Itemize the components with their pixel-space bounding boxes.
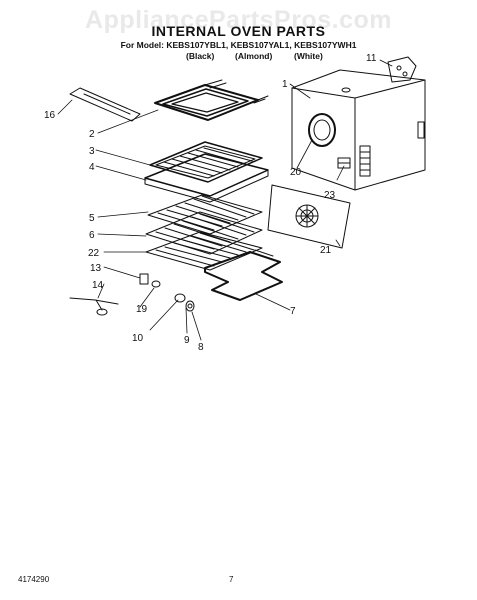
callout-8: 8 bbox=[198, 342, 204, 353]
convection-fan-cover bbox=[267, 184, 351, 249]
callout-3: 3 bbox=[89, 146, 95, 157]
callout-21: 21 bbox=[320, 245, 332, 256]
bake-element bbox=[204, 249, 283, 301]
callout-22: 22 bbox=[88, 248, 100, 259]
oven-rack-lower bbox=[145, 231, 263, 271]
model-line: For Model: KEBS107YBL1, KEBS107YAL1, KEB… bbox=[120, 40, 357, 50]
color-almond: (Almond) bbox=[235, 51, 273, 61]
callout-23: 23 bbox=[324, 190, 336, 201]
callout-16: 16 bbox=[44, 110, 56, 121]
callout-14: 14 bbox=[92, 280, 104, 291]
oven-cavity bbox=[291, 69, 426, 191]
callout-20: 20 bbox=[290, 167, 302, 178]
watermark-logo: AppliancePartsPros.com bbox=[85, 6, 392, 34]
color-white: (White) bbox=[294, 51, 323, 61]
callout-13: 13 bbox=[90, 263, 102, 274]
callout-labels: 1 2 3 4 5 6 7 8 9 10 11 13 14 16 19 20 2… bbox=[44, 53, 377, 353]
callout-19: 19 bbox=[136, 304, 148, 315]
leader-lines bbox=[57, 59, 393, 341]
callout-6: 6 bbox=[89, 230, 95, 241]
callout-2: 2 bbox=[89, 129, 95, 140]
sensor-bracket bbox=[139, 273, 149, 285]
shield-rail bbox=[69, 87, 141, 122]
callout-7: 7 bbox=[290, 306, 296, 317]
broil-pan bbox=[144, 153, 269, 203]
color-black: (Black) bbox=[186, 51, 215, 61]
broil-pan-grid bbox=[149, 141, 263, 183]
terminal-block bbox=[337, 157, 351, 169]
callout-5: 5 bbox=[89, 213, 95, 224]
callout-9: 9 bbox=[184, 335, 190, 346]
mounting-bracket bbox=[387, 56, 417, 83]
callout-11: 11 bbox=[366, 53, 377, 64]
callout-10: 10 bbox=[132, 333, 144, 344]
page-title: INTERNAL OVEN PARTS bbox=[151, 23, 326, 39]
page-number: 7 bbox=[229, 575, 234, 584]
broil-element bbox=[154, 79, 269, 121]
oven-light-assembly bbox=[174, 293, 195, 312]
callout-1: 1 bbox=[282, 79, 288, 90]
document-number: 4174290 bbox=[18, 575, 50, 584]
callout-4: 4 bbox=[89, 162, 95, 173]
hole-plug bbox=[151, 280, 161, 288]
temperature-sensor bbox=[69, 297, 119, 316]
